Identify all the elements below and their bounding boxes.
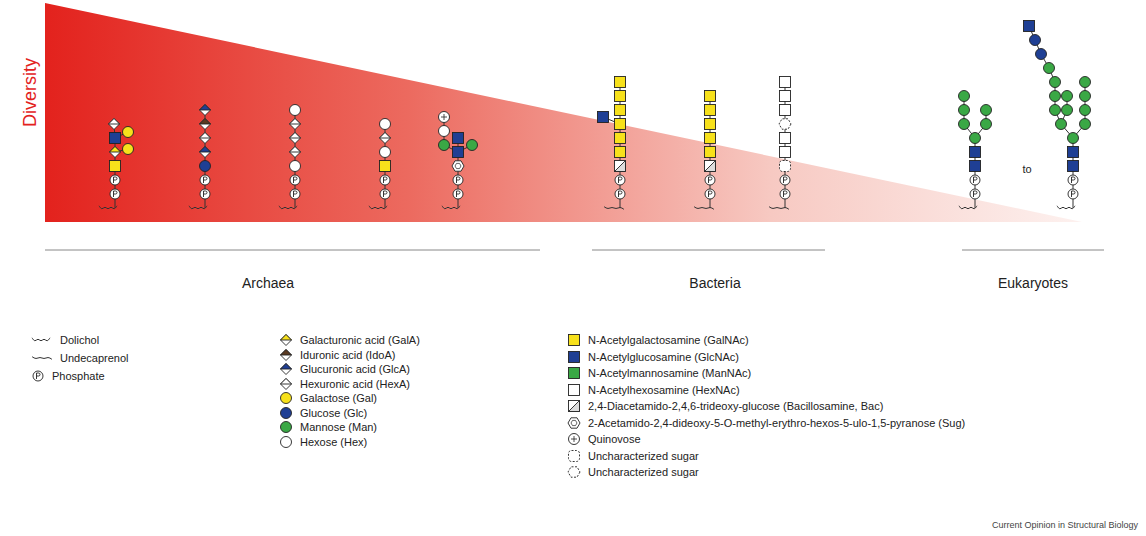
legend-swatch [278,406,294,420]
legend-text: N-Acetylgalactosamine (GalNAc) [588,334,749,346]
legend-swatch [278,333,294,347]
legend-text: Galactose (Gal) [300,392,377,404]
legend-item: Hexose (Hex) [278,435,367,449]
legend-text: Hexose (Hex) [300,436,367,448]
legend-item: Hexuronic acid (HexA) [278,377,410,391]
legend-swatch [30,369,46,383]
group-label: Eukaryotes [998,275,1068,291]
legend-text: Galacturonic acid (GalA) [300,334,420,346]
label-text: Eukaryotes [998,275,1068,291]
source-credit: Current Opinion in Structural Biology [992,520,1138,530]
label-text: Archaea [242,275,294,291]
glycan-structure [769,77,791,210]
legend-swatch [278,348,294,362]
legend-swatch [566,449,582,463]
legend-text: Uncharacterized sugar [588,450,699,462]
axis-label: Diversity [20,57,41,126]
legend-swatch [30,333,54,347]
legend-text: Glucuronic acid (GlcA) [300,363,410,375]
legend-text: N-Acetylhexosamine (HexNAc) [588,384,740,396]
group-rule [962,250,1104,251]
legend-text: N-Acetylmannosamine (ManNAc) [588,367,751,379]
group-rule [592,250,825,251]
legend-item: Glucose (Glc) [278,406,367,420]
legend-item: N-Acetylgalactosamine (GalNAc) [566,333,749,347]
legend-item: N-Acetylhexosamine (HexNAc) [566,383,740,397]
legend-item: Undecaprenol [30,351,129,365]
legend-swatch [278,391,294,405]
legend-text: Uncharacterized sugar [588,466,699,478]
legend-swatch [566,333,582,347]
legend-item: Mannose (Man) [278,420,377,434]
legend-text: 2,4-Diacetamido-2,4,6-trideoxy-glucose (… [588,400,883,412]
legend-text: Quinovose [588,433,641,445]
group-rule [45,250,540,251]
legend-item: 2-Acetamido-2,4-dideoxy-5-O-methyl-eryth… [566,416,965,430]
legend-item: Uncharacterized sugar [566,465,699,479]
legend-swatch [566,366,582,380]
legend-item: Iduronic acid (IdoA) [278,348,395,362]
group-label: Archaea [242,275,294,291]
glycan-structure [598,77,626,210]
legend-text: Phosphate [52,370,105,382]
legend-text: Mannose (Man) [300,421,377,433]
glycan-structure [189,105,211,209]
legend-text: Dolichol [60,334,99,346]
glycan-structure [694,91,716,210]
legend-swatch [566,350,582,364]
legend-item: 2,4-Diacetamido-2,4,6-trideoxy-glucose (… [566,399,883,413]
legend-swatch [566,416,582,430]
legend-text: Undecaprenol [60,352,129,364]
label-text: Bacteria [689,275,740,291]
legend-swatch [566,465,582,479]
diversity-wedge [45,3,1082,222]
glycan-structure [439,112,478,209]
glycan-structure [369,119,391,209]
group-label: Bacteria [689,275,740,291]
glycan-structure [959,91,992,209]
glycan-structure [1024,21,1091,209]
label-text: to [1022,163,1031,175]
legend-item: Uncharacterized sugar [566,449,699,463]
glycan-structure [99,119,134,209]
legend-text: N-Acetylglucosamine (GlcNAc) [588,351,739,363]
legend-swatch [566,383,582,397]
legend-item: Dolichol [30,333,99,347]
legend-item: N-Acetylglucosamine (GlcNAc) [566,350,739,364]
legend-text: Glucose (Glc) [300,407,367,419]
legend-swatch [278,420,294,434]
legend-item: Galactose (Gal) [278,391,377,405]
label-text: Diversity [20,57,40,126]
legend-swatch [566,399,582,413]
legend-swatch [278,435,294,449]
legend-item: Phosphate [30,369,105,383]
legend-item: N-Acetylmannosamine (ManNAc) [566,366,751,380]
legend-swatch [30,351,54,365]
legend-text: Hexuronic acid (HexA) [300,378,410,390]
legend-item: Quinovose [566,432,641,446]
glycan-structure [279,105,301,209]
legend-swatch [278,377,294,391]
legend-text: Iduronic acid (IdoA) [300,349,395,361]
connector-word: to [1022,163,1031,175]
legend-swatch [566,432,582,446]
label-text: Current Opinion in Structural Biology [992,520,1138,530]
legend-text: 2-Acetamido-2,4-dideoxy-5-O-methyl-eryth… [588,417,965,429]
legend-item: Glucuronic acid (GlcA) [278,362,410,376]
legend-swatch [278,362,294,376]
legend-item: Galacturonic acid (GalA) [278,333,420,347]
